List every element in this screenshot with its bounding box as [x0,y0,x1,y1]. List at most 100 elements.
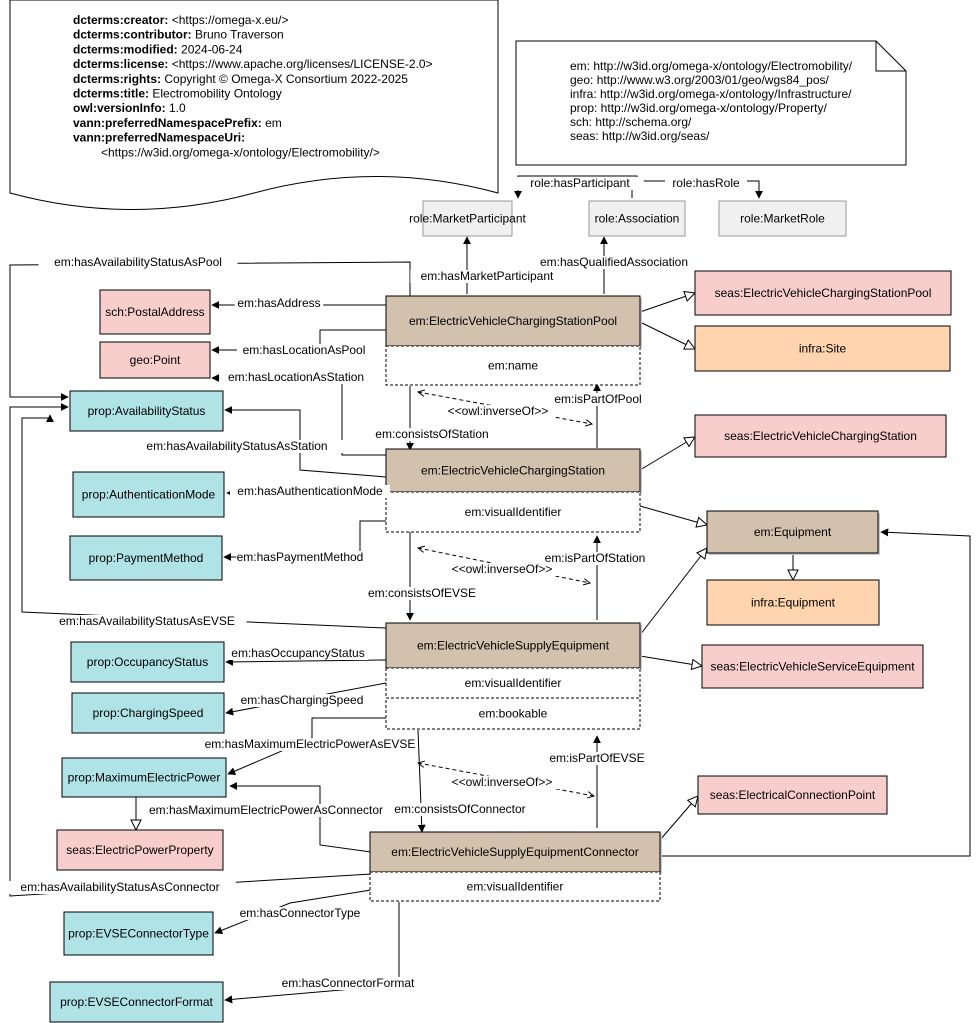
attribute-label: em:visualIdentifier [465,505,562,519]
class-box-prop-authentication-mode: prop:AuthenticationMode [72,471,225,518]
class-box-label: em:Equipment [754,525,832,539]
class-box-label: seas:ElectricPowerProperty [66,843,213,857]
edge-pool-subclass-site [639,321,695,349]
edge-label-text: em:hasQualifiedAssociation [540,255,688,269]
edge-label-is-part-of-station: em:isPartOfStation [534,551,656,565]
edge-label-text: role:hasParticipant [530,176,630,190]
edge-consists-of-connector [417,729,426,833]
metadata-lines: dcterms:creator: <https://omega-x.eu/>dc… [73,13,433,159]
edge-label-has-address: em:hasAddress [234,296,324,310]
metadata-line: owl:versionInfo: 1.0 [73,101,186,115]
class-box-em-evse: em:ElectricVehicleSupplyEquipment [385,622,642,670]
edge-label-text: em:hasConnectorFormat [282,976,415,990]
edge-connector-subclass-equipment [660,528,971,857]
edge-label-text: em:hasMaximumElectricPowerAsEVSE [205,737,416,751]
edge-label-text: em:hasMaximumElectricPowerAsConnector [149,803,383,817]
edge-label-text: em:hasLocationAsStation [228,370,364,384]
namespace-note: em: http://w3id.org/omega-x/ontology/Ele… [515,40,907,166]
class-box-geo-point: geo:Point [99,341,211,379]
edge-label-text: em:hasChargingSpeed [241,693,364,707]
class-box-label: role:MarketParticipant [409,212,526,226]
class-box-prop-payment-method: prop:PaymentMethod [69,535,223,581]
edge-label-has-qualified-association: em:hasQualifiedAssociation [527,255,701,269]
attribute-box-evse-visual-identifier: em:visualIdentifier [385,667,641,699]
edge-label-has-occupancy-status: em:hasOccupancyStatus [227,646,369,660]
edge-inverse-of-1 [418,392,592,424]
edge-label-inverse-of-3: <<owl:inverseOf>> [444,775,560,789]
class-box-seas-connection-point: seas:ElectricalConnectionPoint [697,775,888,815]
class-box-label: prop:PaymentMethod [89,551,204,565]
class-box-label: prop:OccupancyStatus [87,655,208,669]
edge-label-consists-of-evse: em:consistsOfEVSE [364,586,480,600]
edge-label-text: em:isPartOfPool [554,392,641,406]
edge-inverse-of-3 [418,763,594,796]
class-box-label: prop:ChargingSpeed [93,706,204,720]
edge-label-text: <<owl:inverseOf>> [452,775,553,789]
edge-label-has-authentication-mode: em:hasAuthenticationMode [230,484,390,498]
attribute-label: em:bookable [479,707,548,721]
class-box-label: em:ElectricVehicleChargingStation [421,464,605,478]
class-boxes: role:MarketParticipant role:Association ro… [49,200,952,1023]
namespace-line: sch: http://schema.org/ [570,115,692,129]
edge-label-text: em:consistsOfConnector [394,802,525,816]
edge-label-text: em:consistsOfEVSE [368,586,476,600]
namespace-note-shape [515,40,907,166]
class-box-label: prop:AvailabilityStatus [88,404,206,418]
namespace-line: em: http://w3id.org/omega-x/ontology/Ele… [570,59,853,73]
edge-has-connector-type [214,889,372,935]
edge-label-has-max-power-as-evse: em:hasMaximumElectricPowerAsEVSE [204,737,416,751]
class-box-label: geo:Point [130,353,181,367]
class-box-em-pool: em:ElectricVehicleChargingStationPool [385,295,642,348]
edge-label-has-connector-type: em:hasConnectorType [236,906,364,920]
class-box-role-market-participant: role:MarketParticipant [409,200,527,237]
edge-label-text: em:hasAvailabilityStatusAsConnector [20,880,219,894]
namespace-note-fold [875,41,906,72]
attribute-label: em:visualIdentifier [465,676,562,690]
class-box-seas-service-equipment: seas:ElectricVehicleServiceEquipment [701,644,924,689]
edge-label-has-availability-status-as-pool: em:hasAvailabilityStatusAsPool [38,255,238,269]
class-box-label: seas:ElectricalConnectionPoint [710,788,876,802]
edge-label-text: em:hasConnectorType [240,906,361,920]
class-box-seas-power-property: seas:ElectricPowerProperty [56,829,224,871]
namespace-line: infra: http://w3id.org/omega-x/ontology/… [570,87,852,101]
class-box-label: em:ElectricVehicleSupplyEquipment [417,639,610,653]
namespace-line: seas: http://w3id.org/seas/ [570,129,710,143]
edge-label-consists-of-connector: em:consistsOfConnector [386,802,534,816]
class-box-infra-site: infra:Site [694,325,951,372]
edge-evse-subclass-seas [639,655,702,666]
class-box-label: prop:EVSEConnectorFormat [60,995,213,1009]
edge-label-has-location-as-station: em:hasLocationAsStation [219,370,373,384]
edge-label-has-location-as-pool: em:hasLocationAsPool [237,343,371,357]
class-box-label: seas:ElectricVehicleChargingStation [724,429,917,443]
edge-label-text: em:isPartOfEVSE [549,751,644,765]
attribute-boxes: em:name em:visualIdentifier em:visualIdent… [369,345,661,902]
edge-label-has-charging-speed: em:hasChargingSpeed [238,693,366,707]
class-box-label: seas:ElectricVehicleChargingStationPool [715,286,932,300]
edge-label-text: em:hasMarketParticipant [421,269,554,283]
class-box-prop-connector-format: prop:EVSEConnectorFormat [49,981,224,1023]
edge-label-has-max-power-as-connector: em:hasMaximumElectricPowerAsConnector [143,803,389,817]
metadata-line: dcterms:title: Electromobility Ontology [73,87,282,101]
attribute-box-connector-visual-identifier: em:visualIdentifier [369,871,661,902]
attribute-label: em:name [488,359,538,373]
edge-label-text: <<owl:inverseOf>> [452,562,553,576]
edge-label-text: em:isPartOfStation [545,551,646,565]
edge-label-text: em:hasAddress [237,296,320,310]
edge-label-text: em:hasLocationAsPool [243,343,366,357]
class-box-label: role:MarketRole [740,212,825,226]
metadata-line: <https://w3id.org/omega-x/ontology/Elect… [101,145,380,159]
class-box-label: infra:Equipment [751,596,836,610]
class-box-infra-equipment: infra:Equipment [706,579,880,626]
edge-station-subclass-seas [639,437,695,471]
class-box-label: role:Association [595,212,680,226]
edge-has-max-power-as-evse [227,717,386,775]
edge-label-text: em:hasOccupancyStatus [231,646,364,660]
edge-label-has-availability-status-as-evse: em:hasAvailabilityStatusAsEVSE [47,614,247,628]
edge-label-inverse-of-2: <<owl:inverseOf>> [444,562,560,576]
edge-label-inverse-of-1: <<owl:inverseOf>> [440,404,556,418]
edge-label-text: em:hasAuthenticationMode [237,484,383,498]
edge-label-has-role: role:hasRole [665,176,747,190]
edge-label-has-availability-status-as-connector: em:hasAvailabilityStatusAsConnector [4,880,236,894]
metadata-note-shape [9,0,499,210]
